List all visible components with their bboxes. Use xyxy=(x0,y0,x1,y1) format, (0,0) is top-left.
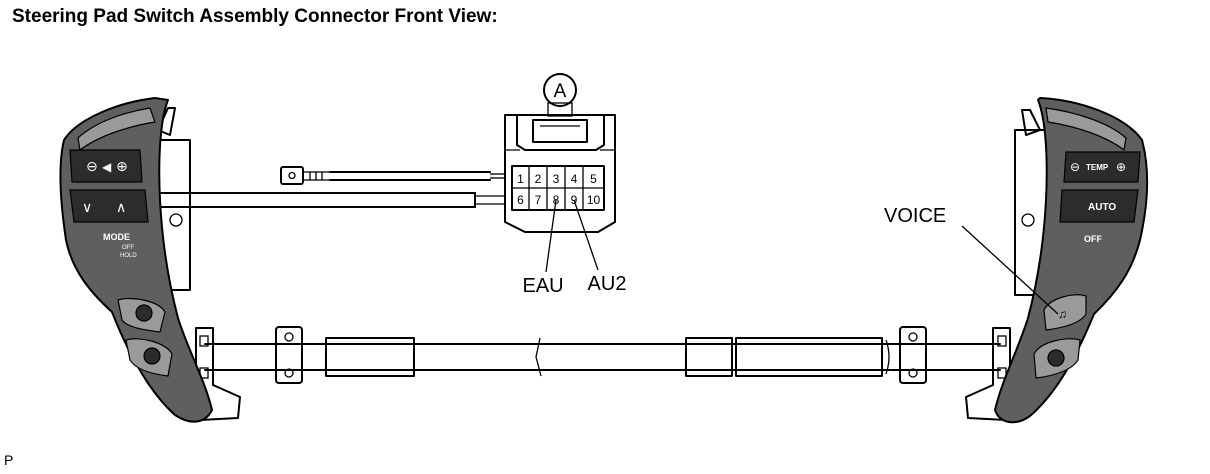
pin-10: 10 xyxy=(587,193,601,207)
pin-3: 3 xyxy=(553,172,560,186)
voice-label: VOICE xyxy=(884,205,946,227)
diagram-title: Steering Pad Switch Assembly Connector F… xyxy=(12,6,498,27)
pin-4: 4 xyxy=(571,172,578,186)
svg-text:◀: ◀ xyxy=(102,160,112,174)
wire-harness xyxy=(159,166,505,208)
pin-2: 2 xyxy=(535,172,542,186)
left-off-label: OFF xyxy=(122,245,134,251)
right-auto-label: AUTO xyxy=(1088,202,1116,213)
right-off-label: OFF xyxy=(1084,234,1102,244)
svg-text:⊖: ⊖ xyxy=(86,158,98,174)
pin-7: 7 xyxy=(535,193,542,207)
connector-a: A 1 2 3 4 5 6 7 8 9 10 EAU AU2 xyxy=(504,73,627,297)
left-switch-pad: ⊖ ◀ ⊕ ∨ ∧ MODE OFF HOLD xyxy=(59,97,241,423)
connector-label: A xyxy=(554,81,567,102)
svg-text:⊕: ⊕ xyxy=(1116,160,1126,174)
svg-text:⊕: ⊕ xyxy=(116,158,128,174)
svg-text:⊖: ⊖ xyxy=(1070,160,1080,174)
figure-code: P xyxy=(4,452,14,468)
left-mode-label: MODE xyxy=(103,232,130,242)
lower-tube xyxy=(204,326,1001,384)
pin-8: 8 xyxy=(553,193,560,207)
eau-label: EAU xyxy=(522,275,563,297)
svg-text:∨: ∨ xyxy=(82,199,92,215)
au2-label: AU2 xyxy=(588,273,627,295)
svg-text:∧: ∧ xyxy=(116,199,126,215)
pin-5: 5 xyxy=(590,172,597,186)
svg-text:♫: ♫ xyxy=(1058,307,1067,321)
left-hold-label: HOLD xyxy=(120,253,137,259)
pin-1: 1 xyxy=(517,172,524,186)
pin-6: 6 xyxy=(517,193,524,207)
right-switch-pad: ⊖ TEMP ⊕ AUTO OFF ♫ xyxy=(965,97,1149,424)
right-temp-label: TEMP xyxy=(1086,163,1109,172)
